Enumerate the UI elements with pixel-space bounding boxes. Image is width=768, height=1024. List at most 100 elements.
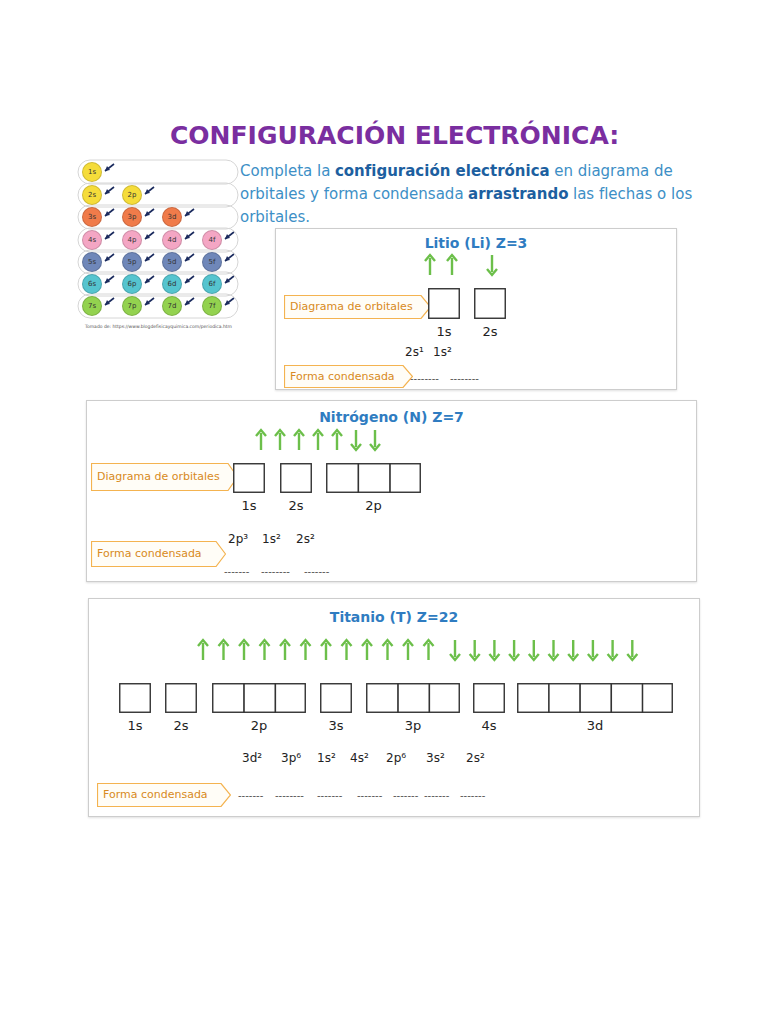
answer-blank: ------- bbox=[304, 566, 329, 577]
spin-up-head bbox=[219, 640, 229, 646]
spin-up-arrow bbox=[345, 643, 347, 660]
orbital-box: 2s bbox=[280, 463, 312, 493]
orbital-box: 4s bbox=[473, 683, 505, 713]
diagonal-arrowhead bbox=[145, 189, 150, 194]
spin-up-head bbox=[403, 640, 413, 646]
orbital-name: 5p bbox=[123, 253, 141, 271]
diagonal-arrowhead bbox=[105, 300, 110, 305]
spin-down-arrow bbox=[592, 640, 594, 657]
answer-blank: -------- bbox=[261, 566, 290, 577]
orbital-cells bbox=[473, 683, 505, 713]
answer-blank: ------- bbox=[224, 566, 249, 577]
panel-title: Titanio (T) Z=22 bbox=[89, 609, 699, 625]
spin-up-head bbox=[260, 640, 270, 646]
diagonal-arrow bbox=[185, 276, 194, 283]
orbital-cell bbox=[234, 464, 265, 493]
spin-up-arrow bbox=[317, 433, 319, 450]
orbital-label: 1s bbox=[119, 718, 151, 733]
answer-blank: ------- bbox=[357, 790, 382, 801]
spin-down-arrow bbox=[611, 640, 613, 657]
spin-up-arrow bbox=[304, 643, 306, 660]
orbital-label: 1s bbox=[233, 498, 265, 513]
spin-down-head bbox=[450, 654, 460, 660]
orbital-name: 5d bbox=[163, 253, 181, 271]
orbital-label: 2s bbox=[280, 498, 312, 513]
orbital-label: 3s bbox=[320, 718, 352, 733]
diagonal-arrowhead bbox=[105, 189, 110, 194]
spin-up-head bbox=[383, 640, 393, 646]
diagonal-arrowhead bbox=[145, 211, 150, 216]
orbital-circle: 7s bbox=[82, 296, 102, 316]
orbital-circle: 3p bbox=[122, 207, 142, 227]
answer-blank: ------- bbox=[238, 790, 263, 801]
orbital-cell bbox=[358, 464, 390, 493]
config-token: 1s² bbox=[317, 751, 336, 765]
tag-shape bbox=[98, 784, 231, 807]
orbital-cell bbox=[429, 289, 460, 319]
element-panel: Titanio (T) Z=221s2s2p3s3p4s3dForma cond… bbox=[88, 598, 700, 817]
orbital-name: 4d bbox=[163, 231, 181, 249]
diagonal-arrow bbox=[185, 254, 194, 261]
orbital-box: 3p bbox=[366, 683, 460, 713]
diagonal-arrowhead bbox=[225, 300, 230, 305]
diagonal-arrowhead bbox=[185, 278, 190, 283]
diagonal-arrow bbox=[105, 298, 114, 305]
orbital-cell bbox=[321, 684, 352, 713]
spin-up-arrow bbox=[279, 433, 281, 450]
spin-down-arrow bbox=[454, 640, 456, 657]
spin-up-head bbox=[342, 640, 352, 646]
diagonal-arrowhead bbox=[145, 300, 150, 305]
diagonal-arrowhead bbox=[105, 211, 110, 216]
row-band bbox=[78, 183, 238, 207]
diagonal-arrowhead bbox=[185, 211, 190, 216]
orbital-box: 2p bbox=[212, 683, 306, 713]
orbital-name: 4f bbox=[203, 231, 221, 249]
orbital-circle: 6f bbox=[202, 274, 222, 294]
spin-down-head bbox=[351, 444, 361, 450]
orbital-cells bbox=[233, 463, 265, 493]
orbital-cell bbox=[166, 684, 197, 713]
orbital-box: 2s bbox=[474, 288, 506, 319]
label-tag: Forma condensada bbox=[284, 365, 413, 388]
spin-up-arrow bbox=[260, 433, 262, 450]
spin-up-arrow bbox=[243, 643, 245, 660]
orbital-label: 1s bbox=[428, 324, 460, 339]
element-panel: Litio (Li) Z=3Diagrama de orbitales1s2sF… bbox=[275, 228, 677, 390]
orbital-box: 1s bbox=[119, 683, 151, 713]
spin-up-head bbox=[321, 640, 331, 646]
orbital-cells bbox=[517, 683, 673, 713]
orbital-label: 2p bbox=[326, 498, 421, 513]
orbital-label: 2p bbox=[212, 718, 306, 733]
diagonal-arrow bbox=[105, 164, 114, 171]
diagonal-arrowhead bbox=[145, 256, 150, 261]
orbital-cell bbox=[611, 684, 642, 713]
orbital-cell bbox=[643, 684, 673, 713]
spin-up-arrow bbox=[336, 433, 338, 450]
orbital-name: 7f bbox=[203, 297, 221, 315]
tag-text: Diagrama de orbitales bbox=[91, 463, 220, 491]
row-band bbox=[78, 160, 238, 184]
orbital-name: 7d bbox=[163, 297, 181, 315]
orbital-cell bbox=[429, 684, 459, 713]
config-token: 3d² bbox=[242, 751, 262, 765]
orbital-cells bbox=[320, 683, 352, 713]
spin-up-head bbox=[280, 640, 290, 646]
config-token: 1s² bbox=[433, 345, 452, 359]
diagonal-arrow bbox=[185, 298, 194, 305]
row-band bbox=[78, 205, 238, 229]
spin-down-head bbox=[549, 654, 559, 660]
row-band bbox=[78, 228, 238, 252]
diagonal-arrowhead bbox=[105, 278, 110, 283]
orbital-cells bbox=[474, 288, 506, 319]
tag-text: Forma condensada bbox=[91, 541, 202, 567]
spin-up-head bbox=[198, 640, 208, 646]
spin-up-arrow bbox=[407, 643, 409, 660]
spin-up-head bbox=[424, 640, 434, 646]
orbital-circle: 4p bbox=[122, 230, 142, 250]
diagonal-arrow bbox=[105, 232, 114, 239]
page-title: CONFIGURACIÓN ELECTRÓNICA: bbox=[170, 121, 619, 150]
spin-up-arrow bbox=[325, 643, 327, 660]
row-band bbox=[78, 250, 238, 274]
row-band bbox=[78, 272, 238, 296]
diagonal-arrow bbox=[105, 254, 114, 261]
